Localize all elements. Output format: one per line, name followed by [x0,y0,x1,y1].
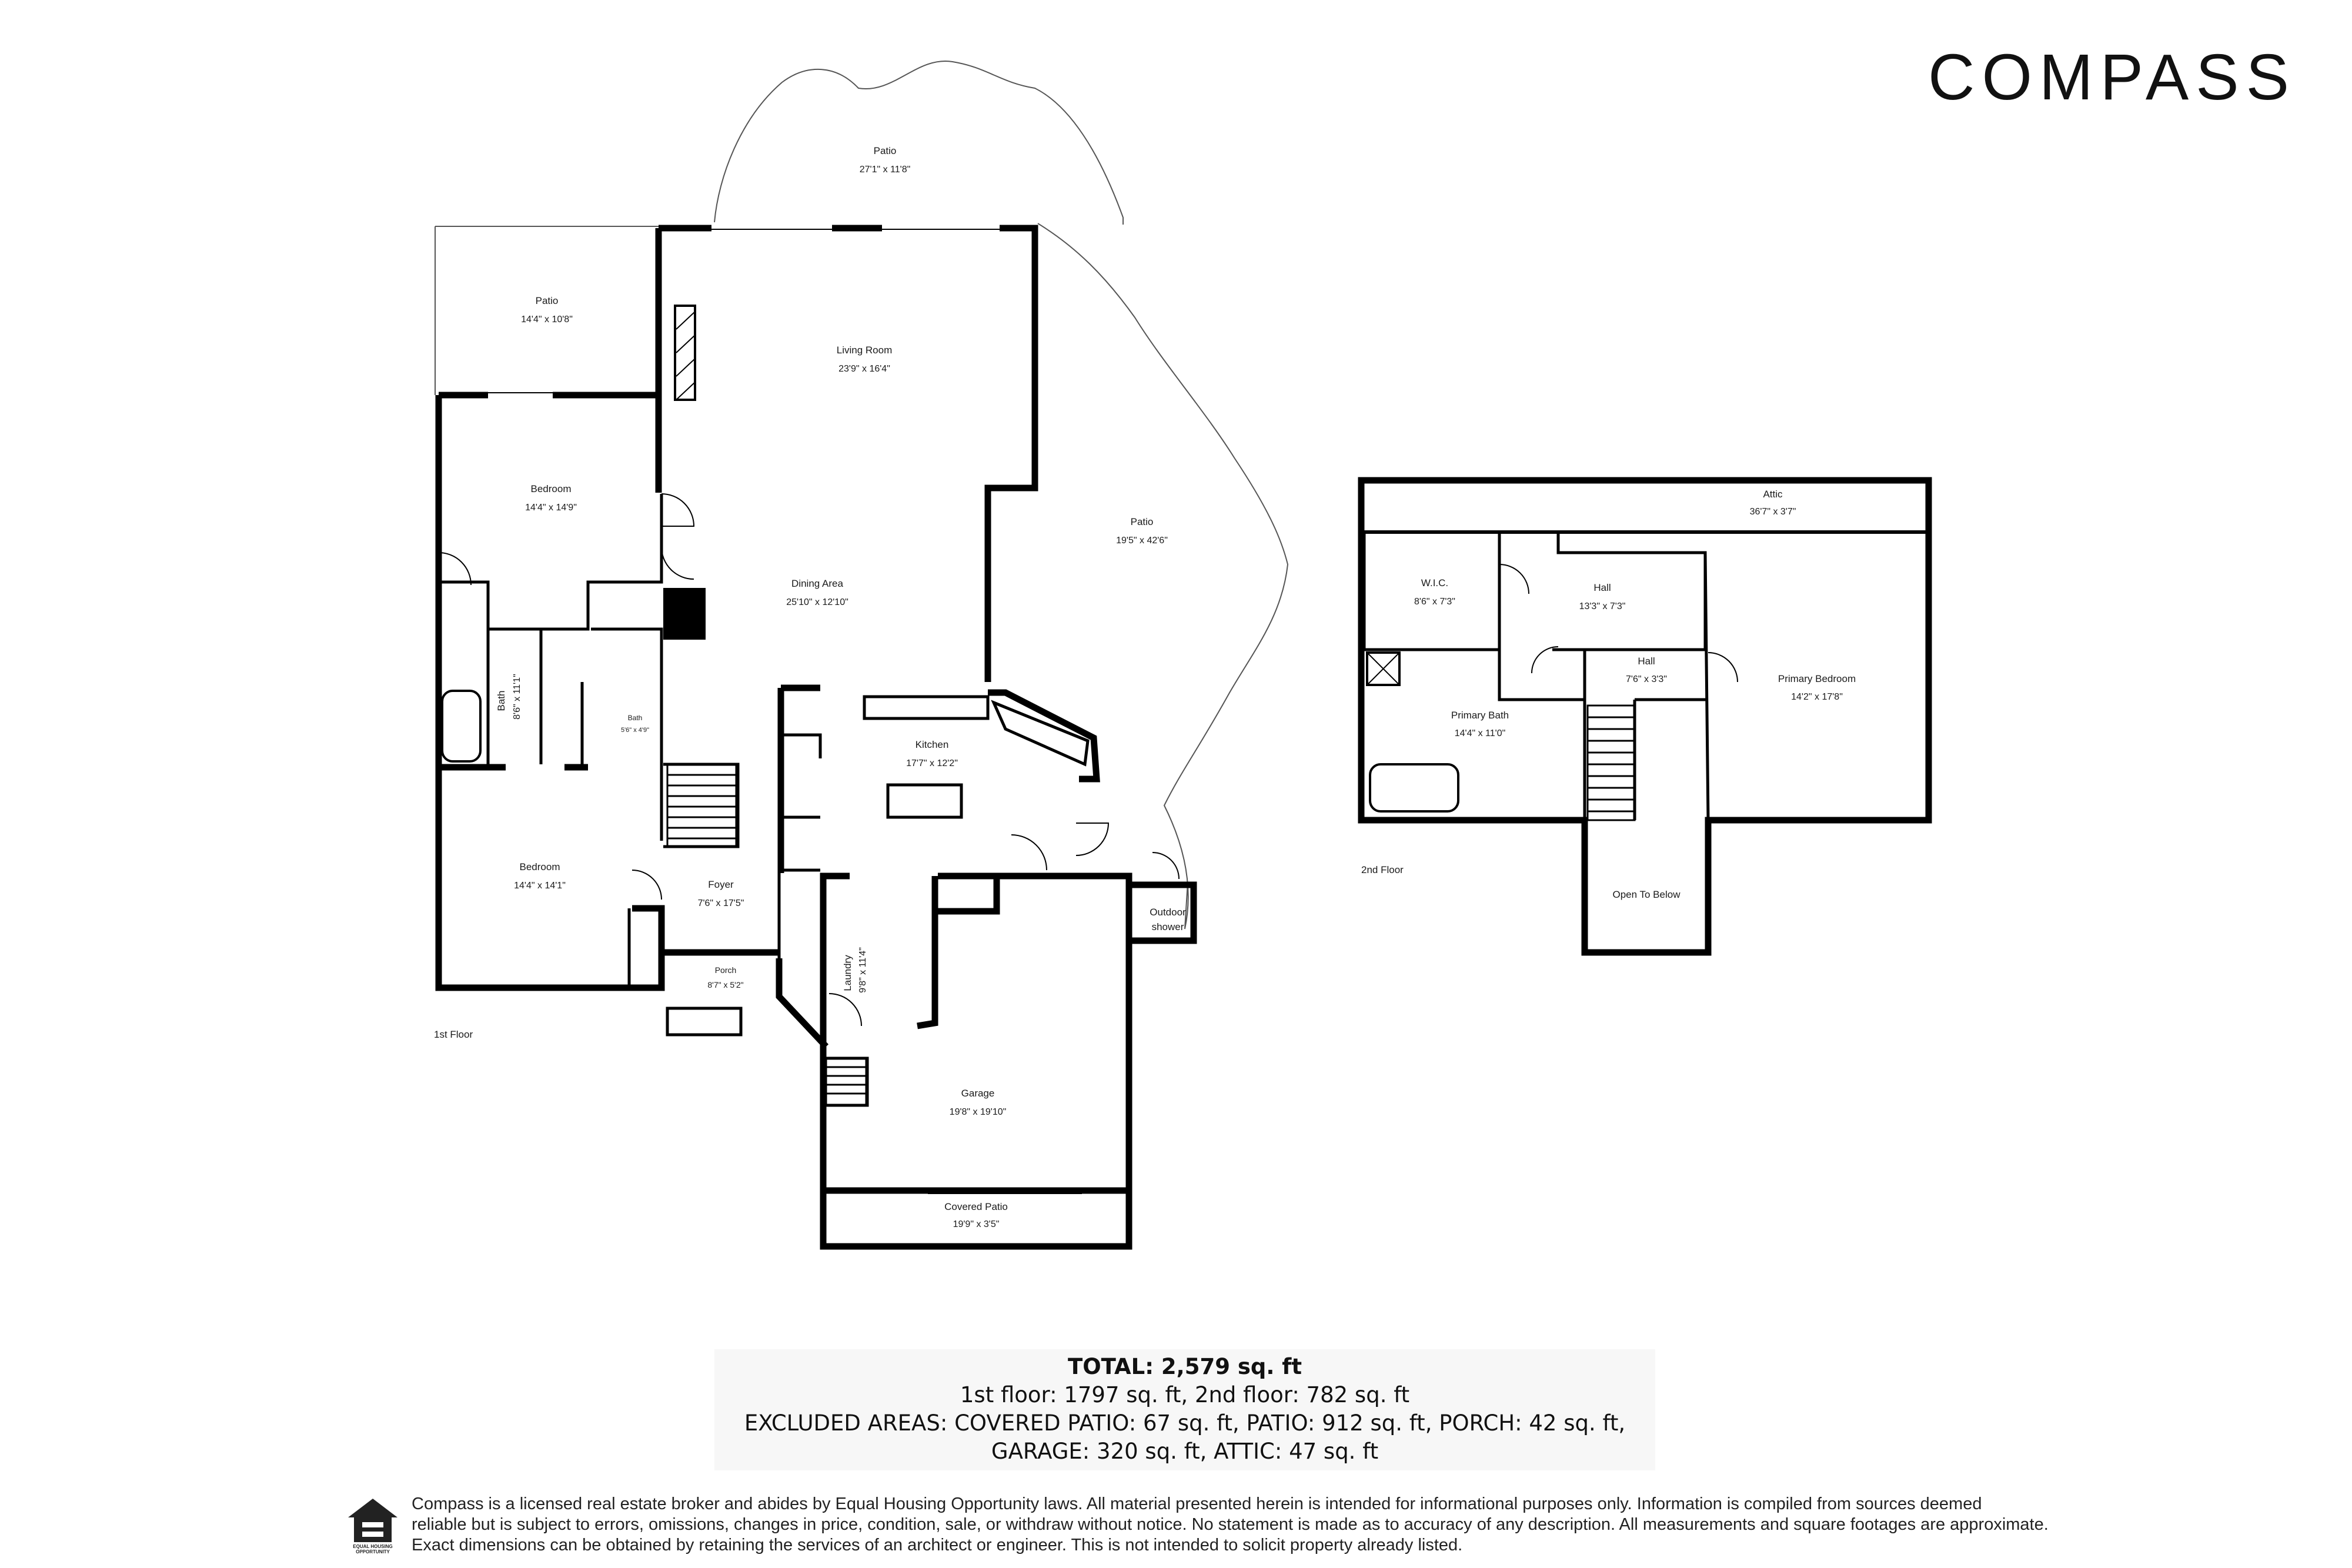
hall-upper-name: Hall [1593,582,1611,593]
first-floor-plan [435,60,1289,1250]
hall-lower-name: Hall [1638,656,1655,667]
foyer-dims: 7'6" x 17'5" [698,898,744,908]
outdoor-shower-name2: shower [1152,921,1184,932]
kitchen-dims: 17'7" x 12'2" [906,758,958,768]
living-room-walls [655,225,1038,682]
disclaimer-line-1: Compass is a licensed real estate broker… [412,1495,1982,1513]
wic-name: W.I.C. [1421,577,1448,589]
primary-shower [1366,651,1401,686]
porch-dims: 8'7" x 5'2" [707,980,743,989]
bath-small-name: Bath [628,714,643,722]
laundry-dims: 9'8" x 11'4" [858,947,868,993]
total-area: TOTAL: 2,579 sq. ft [1067,1354,1302,1379]
bedroom-lower-name: Bedroom [520,861,560,872]
bedroom-upper-dims: 14'4" x 14'9" [525,503,577,513]
patio-top-outline [714,60,1124,225]
patio-top-name: Patio [874,145,897,156]
primary-bath-name: Primary Bath [1451,710,1509,721]
legal-disclaimer: Compass is a licensed real estate broker… [412,1494,2176,1556]
bath-large-dims: 8'6" x 11'1" [512,674,522,720]
second-floor-stairs [1586,704,1636,821]
excluded-areas-cont: GARAGE: 320 sq. ft, ATTIC: 47 sq. ft [991,1439,1379,1464]
disclaimer-line-2: reliable but is subject to errors, omiss… [412,1515,2049,1534]
floor-areas: 1st floor: 1797 sq. ft, 2nd floor: 782 s… [960,1382,1410,1407]
patio-right-outline [1037,223,1289,930]
open-to-below-name: Open To Below [1613,889,1681,900]
bath-small-dims: 5'6" x 4'9" [621,727,649,734]
patio-left-dims: 14'4" x 10'8" [521,315,573,325]
second-floor-plan [1358,477,1932,956]
patio-left-outline [435,226,659,395]
dining-area-name: Dining Area [791,578,843,589]
eho-text-2: OPPORTUNITY [356,1549,390,1554]
fireplace [663,588,706,640]
patio-top-dims: 27'1" x 11'8" [860,165,911,175]
bedroom-upper-name: Bedroom [531,483,572,494]
area-totals: TOTAL: 2,579 sq. ft 1st floor: 1797 sq. … [714,1349,1655,1470]
patio-left-name: Patio [536,295,559,306]
dining-area-dims: 25'10" x 12'10" [786,597,848,607]
excluded-areas: EXCLUDED AREAS: COVERED PATIO: 67 sq. ft… [744,1410,1626,1436]
patio-right-dims: 19'5" x 42'6" [1116,536,1168,546]
primary-bath-dims: 14'4" x 11'0" [1455,728,1506,738]
compass-logo: COMPASS [1928,41,2296,113]
foyer-walls [632,905,779,956]
foyer-name: Foyer [708,879,734,890]
patio-right-name: Patio [1131,516,1154,527]
first-floor-label: 1st Floor [434,1029,473,1040]
disclaimer-line-3: Exact dimensions can be obtained by reta… [412,1536,1463,1554]
laundry-walls [776,876,1000,1052]
second-floor-label: 2nd Floor [1361,864,1404,875]
kitchen-name: Kitchen [916,739,949,750]
equal-housing-icon: EQUAL HOUSING OPPORTUNITY [348,1499,397,1554]
primary-tub [1369,763,1459,813]
outdoor-shower-walls [1129,881,1197,944]
primary-bedroom-dims: 14'2" x 17'8" [1791,692,1843,702]
covered-patio-dims: 19'9" x 3'5" [953,1219,1000,1229]
hall-upper-dims: 13'3" x 7'3" [1579,601,1626,611]
bedroom-lower-dims: 14'4" x 14'1" [514,881,566,891]
porch-name: Porch [715,965,737,975]
kitchen-walls [777,684,1100,873]
first-floor-stairs [666,763,867,1106]
attic-name: Attic [1763,489,1783,500]
living-room-name: Living Room [837,345,893,356]
garage-walls [820,872,1132,1194]
wic-dims: 8'6" x 7'3" [1414,597,1455,607]
covered-patio-name: Covered Patio [944,1201,1008,1212]
bedroom-block-walls [435,392,665,991]
laundry-name: Laundry [842,955,853,991]
garage-name: Garage [961,1088,995,1099]
hearth [674,305,696,401]
hall-lower-dims: 7'6" x 3'3" [1626,674,1667,684]
primary-bedroom-name: Primary Bedroom [1778,673,1856,684]
garage-dims: 19'8" x 19'10" [950,1107,1007,1117]
attic-dims: 36'7" x 3'7" [1750,507,1796,517]
living-room-dims: 23'9" x 16'4" [838,364,890,374]
outdoor-shower-name: Outdoor [1150,907,1186,918]
bathtub [441,690,482,763]
eho-text-1: EQUAL HOUSING [353,1544,392,1549]
bath-large-name: Bath [496,691,507,711]
covered-patio-walls [820,1193,1132,1250]
